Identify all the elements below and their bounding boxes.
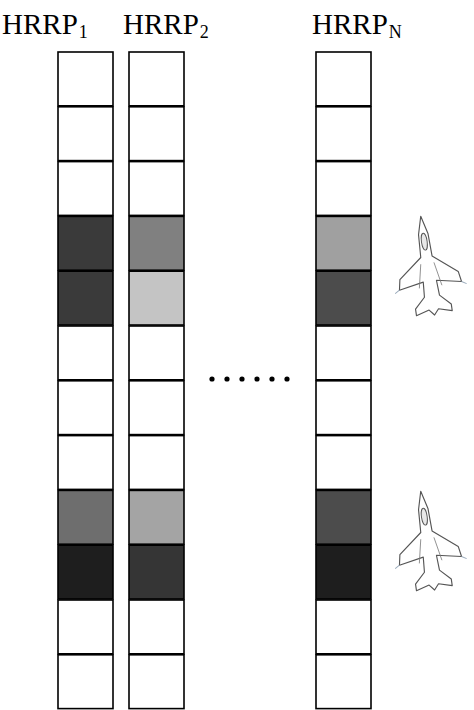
range-cell [129,107,184,161]
column-header: HRRP [123,10,199,39]
range-cell [316,162,371,216]
ellipsis-dots [209,376,289,381]
range-cell [58,545,113,599]
range-cell [58,381,113,435]
range-cell [316,107,371,161]
range-cell [58,107,113,161]
range-cell [58,52,113,106]
column-header: HRRP [2,10,78,39]
range-cell [129,52,184,106]
range-cell [58,655,113,709]
range-cell [129,655,184,709]
range-cell [129,436,184,490]
range-cell [58,326,113,380]
range-cell [129,326,184,380]
header-subscript: N [389,23,402,41]
header-subscript: 1 [79,23,88,41]
range-cell [58,271,113,325]
range-cell [316,545,371,599]
range-cell [129,162,184,216]
range-cell [316,436,371,490]
range-cell [316,490,371,544]
range-cell [316,271,371,325]
column-header: HRRP [312,10,388,39]
range-cell [316,600,371,654]
range-cell [129,490,184,544]
header-subscript: 2 [200,23,209,41]
aircraft [385,211,470,320]
aircraft [385,486,470,595]
range-cell [316,655,371,709]
range-cell [316,52,371,106]
range-cell [129,271,184,325]
range-cell [316,216,371,270]
range-cell [129,545,184,599]
range-cell [58,216,113,270]
range-cell [58,162,113,216]
range-cell [316,381,371,435]
range-cell [58,600,113,654]
range-cell [129,600,184,654]
range-cell [316,326,371,380]
range-cell [129,381,184,435]
range-cell [58,490,113,544]
range-cell [58,436,113,490]
range-cell [129,216,184,270]
